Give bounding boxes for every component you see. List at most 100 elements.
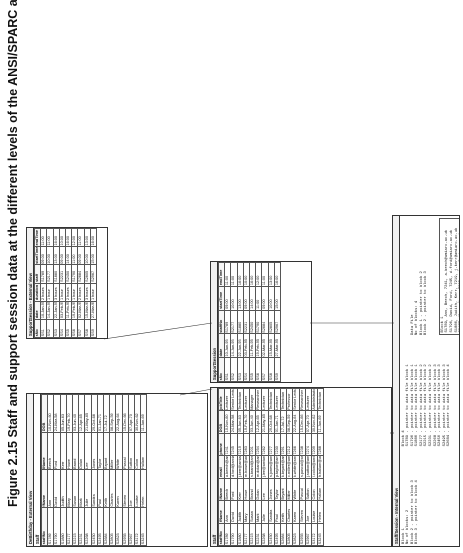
- table-cell: 16:00: [90, 228, 97, 247]
- table-cell: 02-Mar-95: [77, 301, 85, 320]
- table-cell: Technician: [237, 388, 244, 411]
- table-cell: 03-Feb-95: [59, 301, 66, 320]
- panel-title: Staff/Session - Internal View: [393, 216, 400, 546]
- table-cell: s.jones@amiarc.ac.uk: [268, 455, 275, 479]
- table-cell: 27-Mar-95: [90, 301, 97, 320]
- table-cell: 11-Feb-95: [65, 301, 72, 320]
- table-cell: Technician: [268, 388, 275, 411]
- table-cell: 29-Oct-68: [268, 410, 275, 434]
- table-cell: SS9: [90, 319, 97, 338]
- table-cell: c.miller@amiarc.ac.uk: [286, 455, 293, 479]
- table-cell: 05-Jun-63: [237, 410, 244, 434]
- table-cell: 22-Jan-95: [53, 301, 60, 320]
- table-cell: Technician: [280, 388, 287, 411]
- table-cell: 10-Jan-95: [40, 301, 47, 320]
- table-cell: Hallam: [317, 478, 324, 501]
- table-cell: 15:00: [274, 286, 281, 311]
- table-cell: 24-Mar-58: [230, 410, 238, 434]
- panel-title: SupportSession - External View: [27, 228, 34, 338]
- table-cell: m.dolan@amiarc.ac.uk: [255, 455, 262, 479]
- table-cell: SS9: [274, 357, 281, 382]
- table-cell: Senior Lecturer: [230, 388, 238, 411]
- table-cell: Helen: [140, 470, 147, 508]
- table-cell: 30-Nov-62: [311, 410, 318, 434]
- table-cell: Helen: [317, 500, 324, 524]
- column-header: endTime: [34, 228, 41, 247]
- table-cell: 27-Mar-95: [274, 333, 281, 358]
- table-cell: Hallam: [140, 432, 147, 470]
- table-cell: Administrator: [311, 388, 318, 411]
- block-line: S2684 - pointer to data file block 4: [447, 364, 452, 447]
- table-cell: 12-Apr-65: [255, 410, 262, 434]
- panel-subtitle: Staff: [34, 394, 41, 546]
- table-cell: 7288: [317, 433, 324, 456]
- table-cell: s.brand@amiarc.ac.uk: [249, 455, 256, 479]
- table-cell: 1 hour: [90, 283, 97, 302]
- table-cell: d.ford@amiarc.ac.uk: [230, 455, 238, 479]
- panel-title: SupportSession: [211, 262, 218, 382]
- column-header: duration: [34, 283, 41, 302]
- table-cell: 14-Jan-95: [46, 301, 54, 320]
- panel-title: Staff: [211, 388, 218, 546]
- block-line: S1790, David, Ford, 7245, d.ford@amiarc.…: [449, 229, 454, 333]
- table-cell: S3245: [317, 523, 324, 546]
- block-line: Block 3 - pointer to block 4: [415, 480, 420, 544]
- table-cell: m.howe@amiarc.ac.uk: [243, 455, 250, 479]
- table-cell: 07-Apr-70: [305, 410, 312, 434]
- table-cell: j.lee@amiarc.ac.uk: [261, 455, 269, 479]
- table-cell: 19-Feb-70: [243, 410, 250, 434]
- table-cell: 16:00: [274, 262, 281, 287]
- table-cell: 08-Sep-59: [286, 410, 293, 434]
- table-cell: 11-Jan-69: [140, 394, 147, 433]
- table-cell: Researcher: [255, 388, 262, 411]
- table-cell: 15-Dec-66: [299, 410, 306, 434]
- table-cell: 01-Jan-71: [274, 410, 281, 434]
- table-cell: a.beech@amiarc.ac.uk: [224, 455, 231, 479]
- table-cell: Technician: [317, 388, 324, 411]
- table-cell: 21-May-65: [261, 410, 269, 434]
- table-cell: 15-Mar-95: [84, 301, 91, 320]
- table-cell: h.hallam@amiarc.ac.uk: [317, 455, 324, 479]
- table-cell: k.white@amiarc.ac.uk: [292, 455, 300, 479]
- table-cell: j.sutton@amiarc.ac.uk: [305, 455, 312, 479]
- block-line: Block 2 - pointer to block 3: [424, 271, 429, 335]
- table-cell: 11-Jan-69: [317, 410, 324, 434]
- table-cell: S2967: [274, 310, 281, 334]
- table-cell: 22-Aug-64: [292, 410, 300, 434]
- table-cell: 15:00: [90, 246, 97, 265]
- table-cell: p.taylor@amiarc.ac.uk: [274, 455, 281, 479]
- table-cell: l.colon@amiarc.ac.uk: [311, 455, 318, 479]
- connector-line: [103, 322, 213, 340]
- table-cell: k.bryant@amiarc.ac.uk: [280, 455, 287, 479]
- table-cell: S3245: [140, 507, 147, 546]
- table-cell: Researcher: [299, 388, 306, 411]
- table-cell: s.pascal@amiarc.ac.uk: [299, 455, 306, 479]
- panel-title: DeBirthday - External View: [27, 394, 34, 546]
- column-header: startTime: [34, 246, 41, 265]
- table-cell: 19-Feb-95: [71, 301, 78, 320]
- table-cell: Senior Lecturer: [292, 388, 300, 411]
- external-view-birthday: DeBirthday - External View Staff staffNo…: [26, 393, 208, 547]
- table-cell: 03-Jun-40: [249, 410, 256, 434]
- table-cell: S2967: [90, 264, 97, 284]
- block-line: S2177, Mary, Howe, 7283, m.howe@amiarc.a…: [459, 221, 460, 332]
